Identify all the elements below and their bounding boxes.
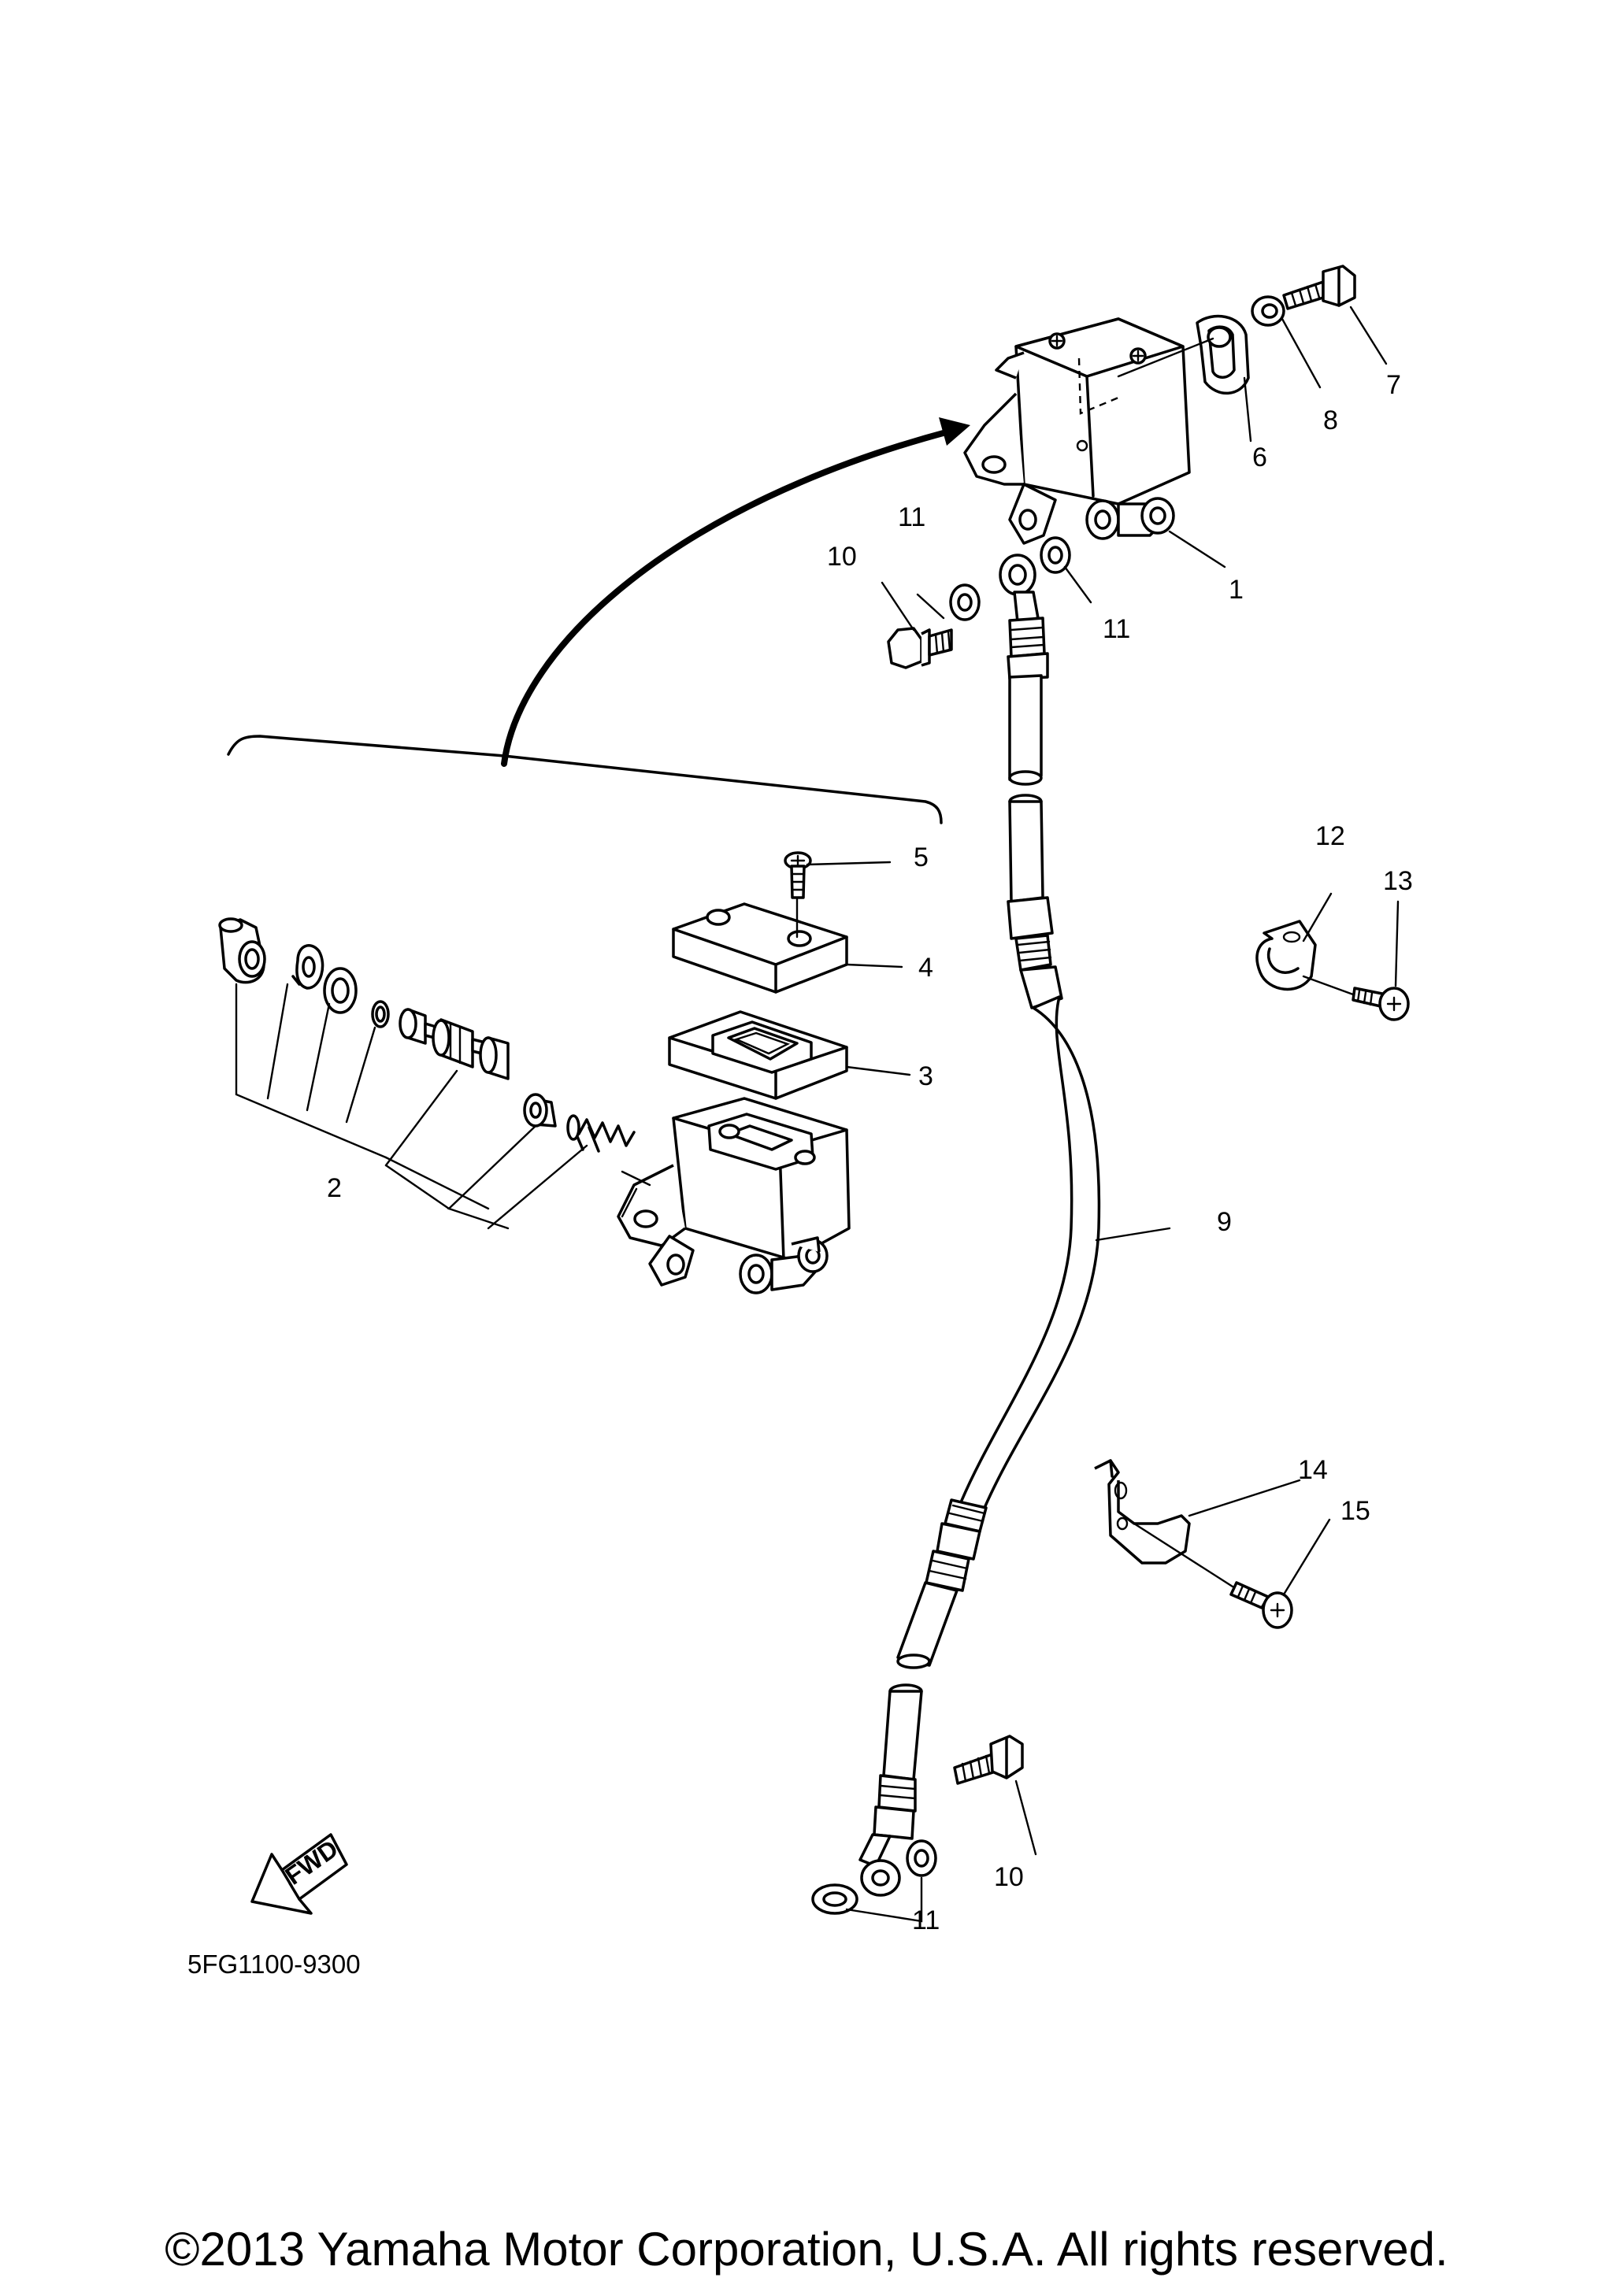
brake-hose-9 [858,554,1101,1897]
diaphragm-3 [668,1010,848,1100]
forward-direction-arrow: FWD [250,1833,348,1915]
callout-2: 2 [327,1173,342,1203]
callout-12: 12 [1315,821,1345,851]
copper-washer-upper-left-11 [949,583,981,621]
callout-11-upper-right: 11 [1103,614,1130,644]
copper-washer-upper-right-11 [1040,536,1071,574]
hose-clamp-12 [1255,920,1317,991]
leader-lines [806,306,1400,1923]
union-bolt-upper-10 [887,627,953,669]
copper-washer-lower-left-11 [811,1883,858,1915]
callout-11-upper-left: 11 [898,502,925,532]
callout-7: 7 [1386,370,1401,400]
callout-14: 14 [1298,1455,1328,1485]
screw-13 [1352,987,1410,1021]
bracket-14 [1094,1459,1191,1565]
callout-15: 15 [1340,1496,1370,1526]
washer-8 [1251,295,1285,327]
callout-1: 1 [1229,575,1244,605]
master-cylinder-body-exploded [617,1097,851,1294]
bolt-7 [1282,265,1356,310]
callout-4: 4 [918,953,933,983]
union-bolt-lower-10 [953,1735,1024,1785]
callout-6: 6 [1252,443,1267,472]
callout-5: 5 [914,842,929,872]
callout-10-lower: 10 [994,1862,1024,1892]
screw-5 [784,851,812,899]
callout-11-lower: 11 [912,1905,940,1935]
callout-3: 3 [918,1061,933,1091]
copper-washer-lower-right-11 [906,1839,937,1877]
callout-13: 13 [1383,866,1413,896]
callout-9: 9 [1217,1207,1232,1237]
callout-8: 8 [1323,406,1338,435]
diagram-code: 5FG1100-9300 [187,1950,361,1979]
screw-15 [1229,1581,1293,1629]
master-cylinder-assembled [963,314,1250,545]
assembly-pointer-arrow [501,417,970,767]
reservoir-cap-4 [672,902,848,994]
callout-10-upper: 10 [827,542,857,572]
copyright-notice: ©2013 Yamaha Motor Corporation, U.S.A. A… [165,2223,1448,2276]
exploded-view-bracket [227,735,943,824]
master-cylinder-kit-2 [218,917,636,1230]
